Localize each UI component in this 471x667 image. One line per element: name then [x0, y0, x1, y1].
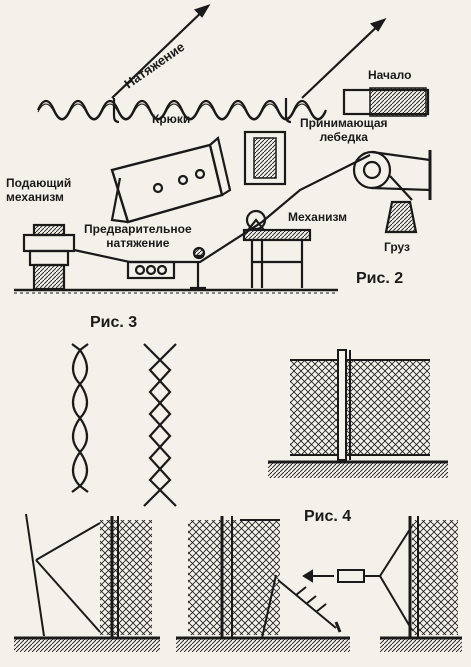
fig4-bottom-panels [14, 513, 462, 652]
tension-arrow-left [111, 5, 209, 99]
label-receiving-winch: Принимающая лебедка [300, 116, 388, 144]
figure-label-3: Рис. 3 [90, 314, 138, 331]
turnbuckle [337, 569, 365, 583]
label-weight: Груз [384, 240, 410, 254]
hook-right-icon [284, 98, 292, 124]
hook-left-icon [112, 98, 120, 124]
figure-label-4: Рис. 4 [304, 508, 352, 525]
mesh-wave [36, 99, 328, 121]
label-feeding-mechanism: Подающий механизм [6, 176, 72, 204]
tension-arrow-right [301, 19, 385, 99]
weight-icon [384, 200, 418, 234]
feeding-spool [22, 223, 76, 291]
label-mechanism: Механизм [288, 210, 348, 224]
fig4-top-panel [268, 349, 448, 478]
mechanism-table [242, 209, 312, 288]
frame-plate [110, 143, 224, 224]
figure-label-2: Рис. 2 [356, 270, 404, 287]
label-start: Начало [368, 68, 412, 82]
pretension-block [126, 260, 176, 280]
pulley-box [243, 130, 287, 186]
fig2-drawing [14, 4, 432, 294]
label-hooks: Крюки [152, 112, 191, 126]
label-pretension: Предварительное натяжение [84, 222, 192, 250]
fig3-drawing [71, 343, 177, 507]
winch-drum [352, 150, 392, 190]
wire [73, 154, 371, 264]
